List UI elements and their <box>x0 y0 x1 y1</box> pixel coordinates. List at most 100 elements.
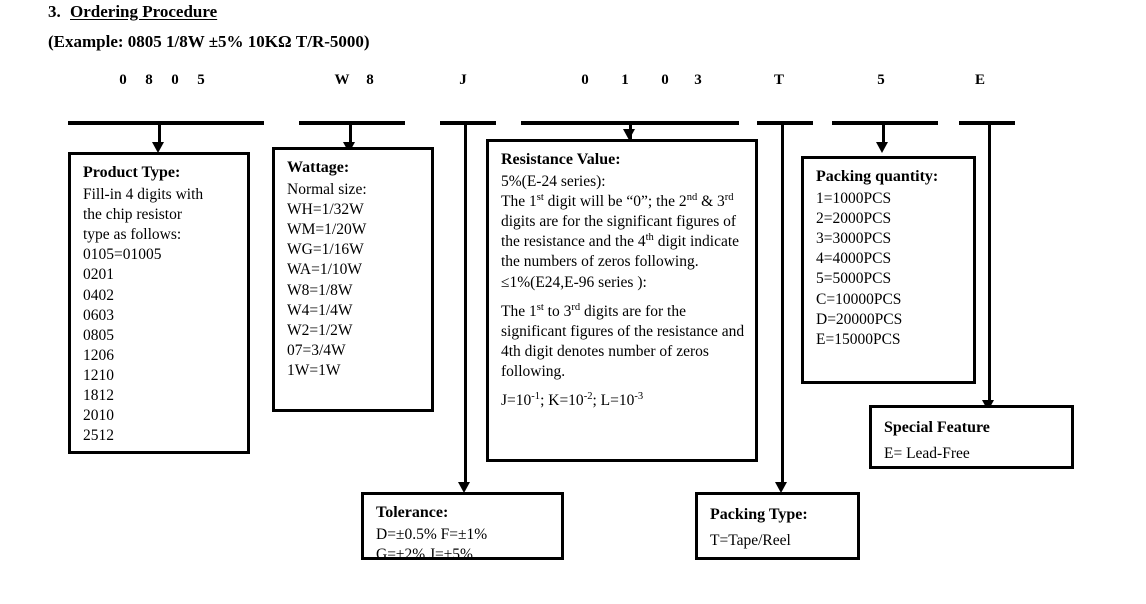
box-line: 2010 <box>83 407 114 425</box>
connector-stem-packing-type <box>781 121 784 487</box>
box-line: 2512 <box>83 427 114 445</box>
code-char: 5 <box>197 72 205 88</box>
exponent: -2 <box>583 391 593 403</box>
box-line: the chip resistor <box>83 205 183 223</box>
box-title: Special Feature <box>884 419 990 436</box>
box-line: W4=1/4W <box>287 301 353 319</box>
connector-arrow-packing-quantity <box>876 142 888 153</box>
page-title: Ordering Procedure <box>70 2 218 21</box>
ordinal-suffix: st <box>536 301 544 313</box>
connector-bar-tolerance <box>440 121 496 125</box>
connector-stem-wattage <box>349 121 352 146</box>
code-group-special-feature: E <box>967 72 993 89</box>
code-group-packing-quantity: 5 <box>868 72 894 89</box>
box-line-multipliers: J=10-1; K=10-2; L=10-3 <box>501 391 644 410</box>
connector-arrow-resistance <box>623 129 635 140</box>
box-packing-quantity: Packing quantity: 1=1000PCS 2=2000PCS 3=… <box>801 156 976 384</box>
code-char: 8 <box>366 72 374 88</box>
ordinal-suffix: st <box>536 191 544 203</box>
box-line: E= Lead-Free <box>884 444 970 462</box>
connector-arrow-packing-type <box>775 482 787 493</box>
box-line: 0201 <box>83 266 114 284</box>
ordinal-suffix: th <box>645 232 654 244</box>
connector-arrow-product-type <box>152 142 164 153</box>
box-line: WM=1/20W <box>287 221 367 239</box>
box-line: 0105=01005 <box>83 246 162 264</box>
connector-bar-packing-type <box>757 121 813 125</box>
box-line: G=±2% J=±5% <box>376 545 473 563</box>
box-special-feature: Special Feature E= Lead-Free <box>869 405 1074 469</box>
box-line: 1206 <box>83 346 114 364</box>
code-char: E <box>974 72 985 88</box>
code-char: J <box>459 72 467 88</box>
exponent: -3 <box>634 391 644 403</box>
box-line: 0603 <box>83 306 114 324</box>
connector-bar-packing-quantity <box>832 121 938 125</box>
box-line: 07=3/4W <box>287 341 346 359</box>
connector-stem-tolerance <box>464 121 467 487</box>
box-tolerance: Tolerance: D=±0.5% F=±1% G=±2% J=±5% <box>361 492 564 563</box>
code-char: 0 <box>581 72 589 88</box>
box-title: Resistance Value: <box>501 151 621 168</box>
connector-bar-wattage <box>299 121 405 125</box>
code-char: 1 <box>621 72 629 88</box>
box-paragraph-e96: The 1st to 3rd digits are for the signif… <box>501 301 745 381</box>
code-char: 0 <box>119 72 127 88</box>
box-line: 0402 <box>83 286 114 304</box>
box-line: C=10000PCS <box>816 290 902 308</box>
box-line: 1=1000PCS <box>816 189 892 207</box>
box-line: WH=1/32W <box>287 200 364 218</box>
code-char: 0 <box>171 72 179 88</box>
box-packing-type: Packing Type: T=Tape/Reel <box>695 492 860 560</box>
box-line: W2=1/2W <box>287 321 353 339</box>
connector-stem-special-feature <box>988 121 991 407</box>
ordinal-suffix: rd <box>724 191 734 203</box>
box-line: WA=1/10W <box>287 261 363 279</box>
code-group-tolerance: J <box>450 72 476 89</box>
connector-bar-product-type <box>68 121 264 125</box>
code-char: 0 <box>661 72 669 88</box>
box-line: 1210 <box>83 367 114 385</box>
box-line: 4=4000PCS <box>816 250 892 268</box>
connector-bar-special-feature <box>959 121 1015 125</box>
box-title: Wattage: <box>287 159 350 176</box>
code-group-product-type: 0 8 0 5 <box>110 72 214 89</box>
box-line: type as follows: <box>83 226 182 244</box>
box-line: T=Tape/Reel <box>710 531 791 549</box>
box-line: 1W=1W <box>287 362 341 380</box>
code-char: 3 <box>694 72 702 88</box>
box-wattage: Wattage: Normal size: WH=1/32W WM=1/20W … <box>272 147 434 412</box>
box-line: 2=2000PCS <box>816 209 892 227</box>
code-group-packing-type: T <box>766 72 792 89</box>
box-line: D=±0.5% F=±1% <box>376 525 488 543</box>
box-line: 3=3000PCS <box>816 230 892 248</box>
box-line: W8=1/8W <box>287 281 353 299</box>
code-char: 5 <box>877 72 885 88</box>
code-char: T <box>773 72 784 88</box>
section-number: 3. <box>48 2 61 21</box>
box-product-type: Product Type: Fill-in 4 digits with the … <box>68 152 250 454</box>
code-group-resistance: 0 1 0 3 <box>565 72 711 89</box>
code-char: W <box>334 72 350 88</box>
ordinal-suffix: nd <box>686 191 698 203</box>
box-line: 5=5000PCS <box>816 270 892 288</box>
box-paragraph-e24: The 1st digit will be “0”; the 2nd & 3rd… <box>501 191 740 271</box>
box-line: WG=1/16W <box>287 241 364 259</box>
connector-arrow-tolerance <box>458 482 470 493</box>
box-title: Tolerance: <box>376 504 449 521</box>
code-char: 8 <box>145 72 153 88</box>
box-line: 1812 <box>83 387 114 405</box>
box-title: Packing quantity: <box>816 168 939 185</box>
code-group-wattage: W 8 <box>327 72 383 89</box>
connector-stem-product-type <box>158 121 161 146</box>
connector-stem-packing-quantity <box>882 121 885 146</box>
box-line: 0805 <box>83 326 114 344</box>
ordinal-suffix: rd <box>571 301 581 313</box>
example-part-number: (Example: 0805 1/8W ±5% 10KΩ T/R-5000) <box>48 32 370 51</box>
box-line-e96-header: ≤1%(E24,E-96 series ): <box>501 273 647 291</box>
box-title: Packing Type: <box>710 506 808 523</box>
box-title: Product Type: <box>83 164 181 181</box>
exponent: -1 <box>531 391 541 403</box>
box-resistance-value: Resistance Value: 5%(E-24 series): The 1… <box>486 139 758 462</box>
box-line: D=20000PCS <box>816 310 903 328</box>
